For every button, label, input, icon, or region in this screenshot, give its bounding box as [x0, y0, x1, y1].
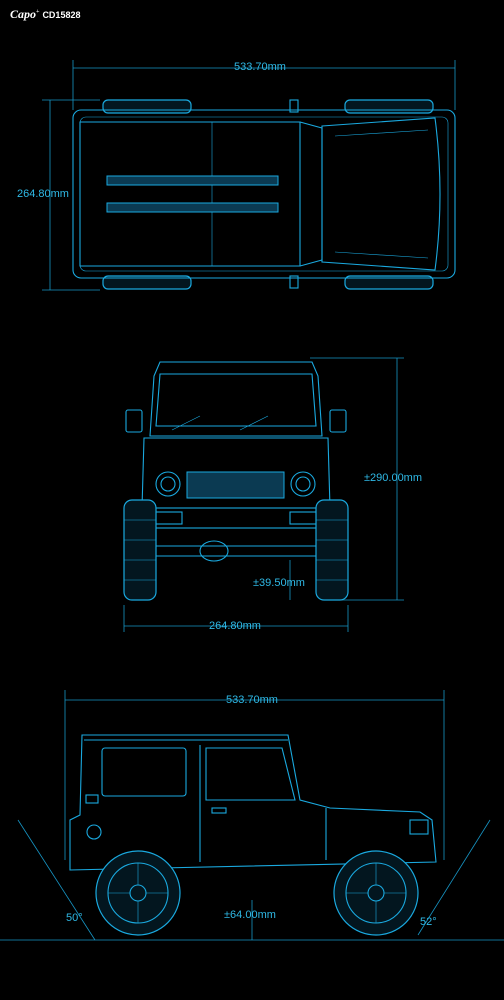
front-left-wheel — [344, 99, 434, 114]
body-outline — [72, 109, 456, 279]
brand-logo: Capo+CD15828 — [10, 7, 81, 21]
door-window — [205, 747, 296, 801]
front-right-wheel — [344, 275, 434, 290]
top-width-label: 264.80mm — [17, 188, 69, 200]
departure-angle-label: 52° — [420, 916, 437, 928]
roof-rail-lower — [106, 202, 279, 213]
front-axle — [156, 545, 316, 557]
top-length-label: 533.70mm — [234, 61, 286, 73]
brand-name: Capo — [10, 7, 37, 21]
windshield — [299, 121, 323, 267]
roof-rail-upper — [106, 175, 279, 186]
wipers — [171, 415, 269, 431]
fuel-cap — [86, 824, 102, 840]
side-headlight — [409, 819, 429, 835]
front-grille — [186, 471, 285, 499]
front-view — [123, 357, 404, 632]
front-mirror-left — [125, 409, 143, 433]
departure-angle-line — [417, 819, 491, 936]
differential — [199, 540, 229, 562]
mirror-right — [289, 275, 299, 289]
mirror-left — [289, 99, 299, 113]
side-length-label: 533.70mm — [226, 694, 278, 706]
front-width-label: 264.80mm — [209, 620, 261, 632]
headlight-right — [290, 471, 316, 497]
front-windshield — [155, 373, 317, 427]
approach-angle-line — [17, 819, 96, 941]
door-lines — [199, 745, 327, 862]
front-tire-right — [315, 499, 349, 601]
front-mirror-right — [329, 409, 347, 433]
approach-angle-label: 50° — [66, 912, 83, 924]
hood — [321, 117, 441, 271]
rear-left-wheel — [102, 99, 192, 114]
model-number: CD15828 — [42, 10, 81, 20]
front-tire-left — [123, 499, 157, 601]
door-handle — [211, 807, 227, 814]
roof — [79, 121, 301, 267]
top-view — [42, 60, 456, 291]
side-view — [0, 690, 504, 941]
side-body — [69, 734, 437, 871]
side-clearance-label: ±64.00mm — [224, 909, 276, 921]
rear-right-wheel — [102, 275, 192, 290]
front-clearance-label: ±39.50mm — [253, 577, 305, 589]
front-bumper — [129, 507, 343, 529]
headlight-left — [155, 471, 181, 497]
front-height-label: ±290.00mm — [364, 472, 423, 484]
cabin — [149, 361, 323, 437]
rear-side-window — [101, 747, 187, 797]
